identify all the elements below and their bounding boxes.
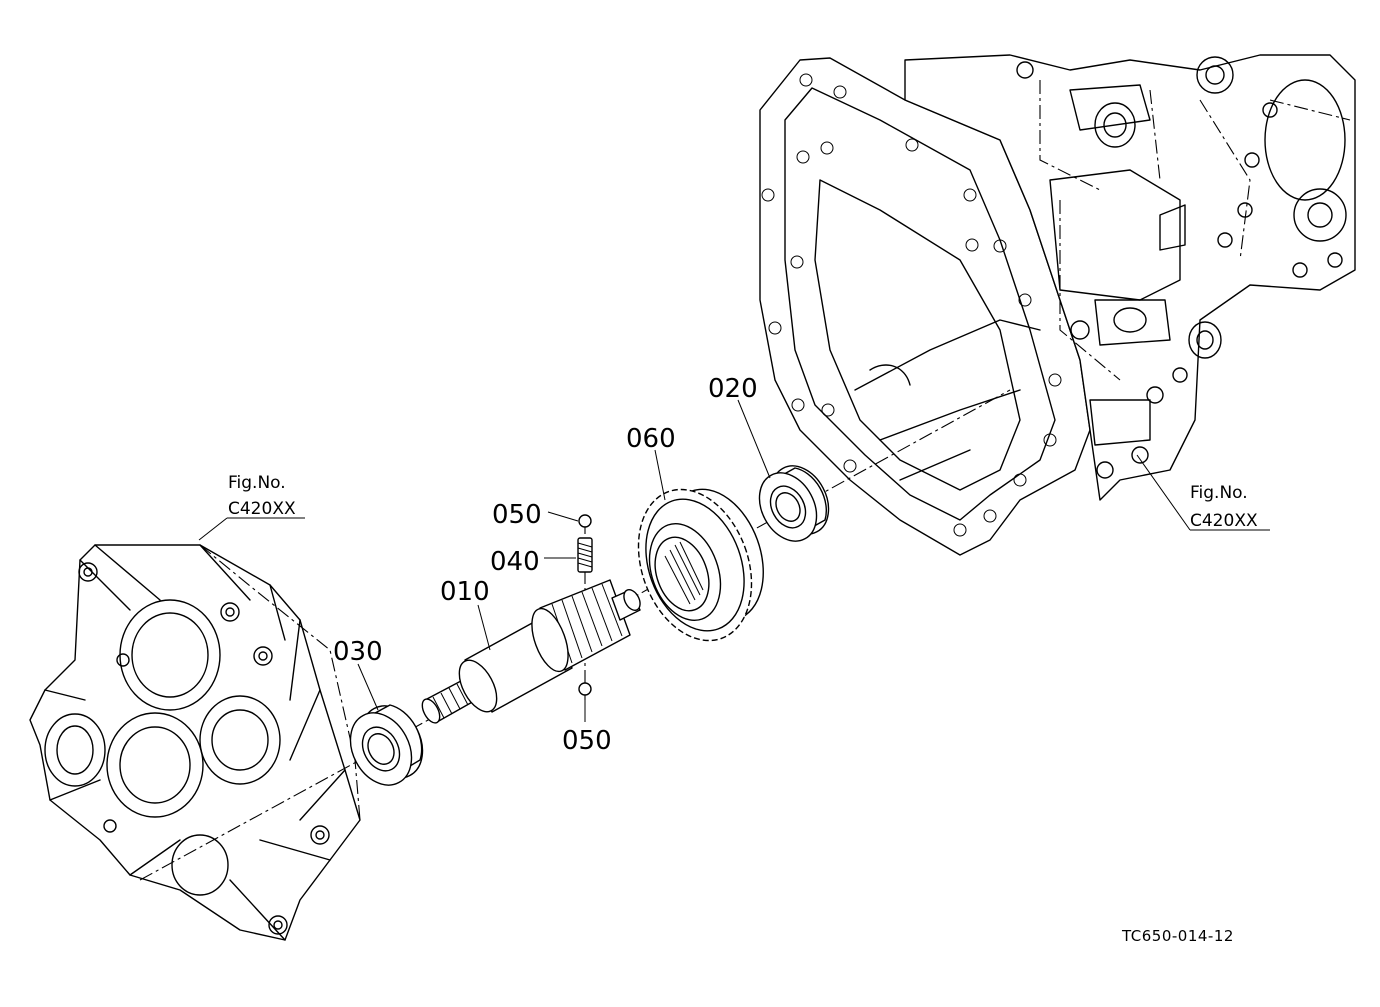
case-cover-housing	[29, 544, 361, 941]
callout-030: 030	[333, 637, 383, 667]
transmission-case-housing	[759, 54, 1356, 556]
bearing-030	[349, 704, 424, 786]
ball-050-bottom	[578, 682, 592, 696]
gear-060	[637, 488, 764, 642]
spring-040	[577, 537, 593, 573]
callout-040: 040	[490, 547, 540, 577]
figure-ref-left-code[interactable]: C420XX	[228, 499, 296, 519]
drawing-number: TC650-014-12	[1121, 927, 1234, 945]
leader-lines	[198, 399, 1270, 722]
shaft-010	[421, 579, 641, 724]
callout-060: 060	[626, 424, 676, 454]
callout-010: 010	[440, 577, 490, 607]
callout-050-top: 050	[492, 500, 542, 530]
bearing-020	[758, 465, 830, 542]
callout-050-bottom: 050	[562, 726, 612, 756]
figure-ref-right-label[interactable]: Fig.No.	[1190, 483, 1248, 503]
figure-ref-right-code[interactable]: C420XX	[1190, 511, 1258, 531]
callout-020: 020	[708, 374, 758, 404]
ball-050-top	[578, 514, 592, 528]
figure-ref-left-label[interactable]: Fig.No.	[228, 473, 286, 493]
